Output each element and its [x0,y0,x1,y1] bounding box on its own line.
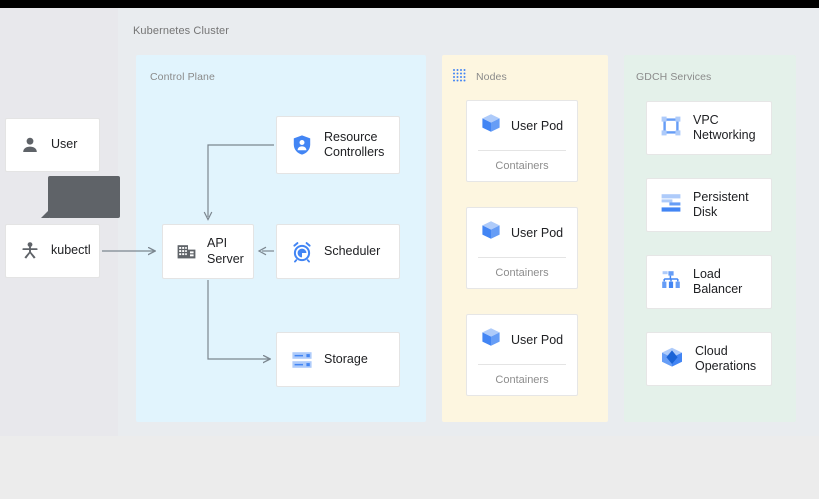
card-user-label: User [51,137,78,152]
card-load-balancer-label: Load Balancer [693,266,743,296]
kubectl-icon [20,241,40,261]
card-user[interactable]: User [5,118,100,172]
card-cloud-operations-label: Cloud Operations [695,343,757,373]
user-pod-header: User Pod [467,101,577,150]
card-resource-controllers-label: Resource Controllers [324,129,385,159]
card-vpc-networking[interactable]: VPC Networking [646,101,772,155]
cube-icon [480,112,502,139]
card-scheduler-label: Scheduler [324,243,381,258]
person-icon [20,135,40,155]
bottom-background-strip [0,436,819,499]
user-pod-containers-label: Containers [495,267,549,279]
card-user-pod[interactable]: User Pod Containers [466,207,578,289]
left-background-pane [0,8,118,436]
browser-top-bar [0,0,819,8]
pod-divider [478,150,566,151]
card-api-server[interactable]: API Server [162,224,254,279]
card-vpc-networking-label: VPC Networking [693,112,756,142]
group-label-nodes: Nodes [476,71,507,83]
card-kubectl-label: kubectl [51,243,91,258]
vpc-networking-icon [660,115,682,142]
user-pod-label: User Pod [511,332,564,347]
user-pod-containers-label: Containers [495,160,549,172]
hover-tooltip [41,176,120,218]
storage-stack-icon [291,350,313,370]
user-pod-label: User Pod [511,118,564,133]
cluster-title: Kubernetes Cluster [133,25,229,37]
card-load-balancer[interactable]: Load Balancer [646,255,772,309]
user-pod-header: User Pod [467,208,577,257]
alarm-clock-icon [291,241,313,263]
pod-divider [478,257,566,258]
pod-divider [478,364,566,365]
card-storage-label: Storage [324,351,368,366]
user-pod-label: User Pod [511,225,564,240]
user-pod-header: User Pod [467,315,577,364]
card-storage[interactable]: Storage [276,332,400,387]
load-balancer-icon [660,269,682,296]
cube-icon [480,219,502,246]
card-resource-controllers[interactable]: Resource Controllers [276,116,400,174]
user-pod-containers-label: Containers [495,374,549,386]
card-cloud-operations[interactable]: Cloud Operations [646,332,772,386]
card-user-pod[interactable]: User Pod Containers [466,100,578,182]
group-label-control-plane: Control Plane [150,71,215,83]
diagram-canvas: Kubernetes Cluster Control Plane Nodes G… [0,8,819,436]
api-server-building-icon [176,241,197,262]
card-kubectl[interactable]: kubectl [5,224,100,278]
shield-person-icon [291,134,313,156]
cube-icon [480,326,502,353]
group-label-gdch-services: GDCH Services [636,71,712,83]
card-persistent-disk-label: Persistent Disk [693,189,749,219]
cloud-operations-icon [660,346,684,373]
card-user-pod[interactable]: User Pod Containers [466,314,578,396]
card-scheduler[interactable]: Scheduler [276,224,400,279]
dotted-grid-icon [452,68,468,89]
card-persistent-disk[interactable]: Persistent Disk [646,178,772,232]
card-api-server-label: API Server [207,236,244,266]
persistent-disk-icon [660,193,682,218]
